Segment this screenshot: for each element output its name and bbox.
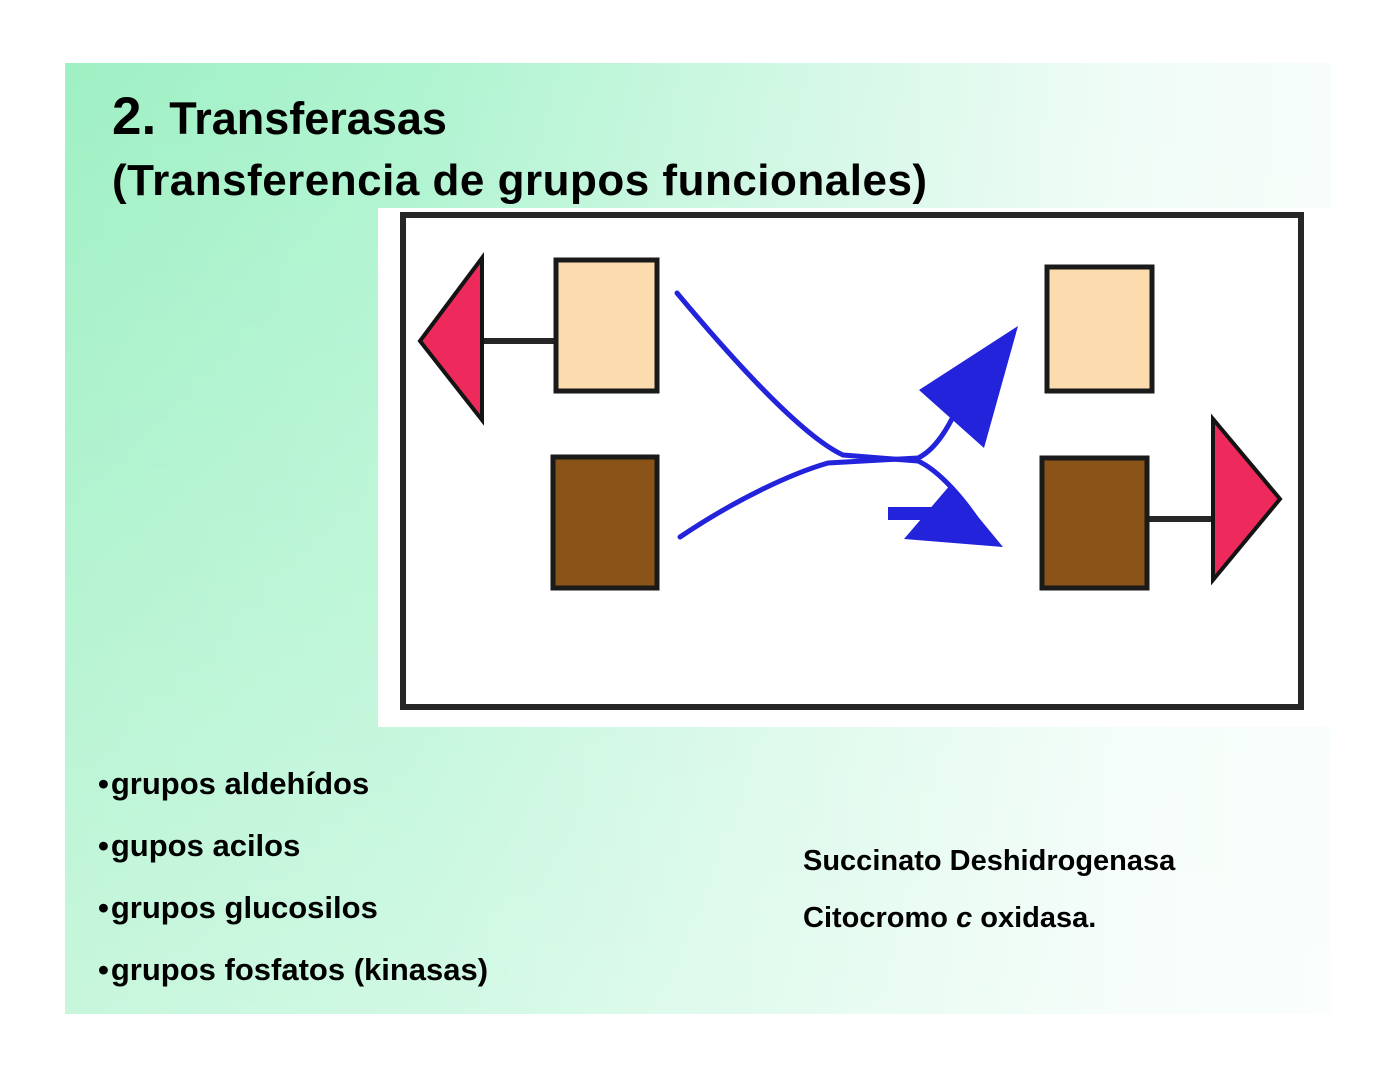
bullet-text: grupos aldehídos — [110, 766, 370, 801]
bullet-text: grupos fosfatos (kinasas) — [110, 952, 489, 987]
bullet-dot: • — [98, 952, 109, 987]
bullet-item-acilos: •gupos acilos — [98, 815, 488, 877]
enzyme-line-citocromo: Citocromo c oxidasa. — [803, 902, 1097, 934]
transfer-diagram — [378, 208, 1331, 727]
left-tan-square — [553, 257, 660, 394]
diagram-frame — [400, 212, 1304, 710]
bullet-dot: • — [98, 828, 109, 863]
bullet-text: grupos glucosilos — [110, 890, 378, 925]
bullet-item-glucosilos: •grupos glucosilos — [98, 877, 488, 939]
enzyme-line-succinato: Succinato Deshidrogenasa — [803, 845, 1176, 877]
left-brown-square — [550, 454, 660, 591]
bullet-item-fosfatos: •grupos fosfatos (kinasas) — [98, 939, 488, 1001]
title-text: Transferasas — [169, 93, 447, 144]
right-exit-arrow-icon — [1211, 413, 1283, 586]
right-tan-square — [1044, 264, 1155, 394]
enzyme-examples: Succinato Deshidrogenasa Citocromo c oxi… — [803, 833, 1175, 947]
transfer-curve-up — [677, 386, 969, 540]
transfer-diagram-svg — [400, 212, 1304, 710]
bullet-dot: • — [98, 766, 109, 801]
group-list: •grupos aldehídos •gupos acilos •grupos … — [98, 753, 488, 1001]
slide-title: 2.Transferasas (Transferencia de grupos … — [112, 86, 928, 212]
down-arrow-tail — [888, 507, 938, 520]
bullet-text: gupos acilos — [110, 828, 301, 863]
left-exit-arrow-icon — [417, 251, 484, 426]
title-number: 2. — [112, 87, 157, 146]
up-right-arrowhead-icon — [919, 326, 1018, 448]
right-brown-square — [1039, 455, 1150, 591]
title-subtitle: (Transferencia de grupos funcionales) — [112, 156, 928, 205]
down-right-arrowhead-icon — [904, 484, 1003, 547]
slide: 2.Transferasas (Transferencia de grupos … — [65, 63, 1331, 1014]
transfer-curve-down — [674, 290, 983, 527]
bullet-dot: • — [98, 890, 109, 925]
title-line-1: 2.Transferasas — [112, 86, 928, 150]
bullet-item-aldehidos: •grupos aldehídos — [98, 753, 488, 815]
